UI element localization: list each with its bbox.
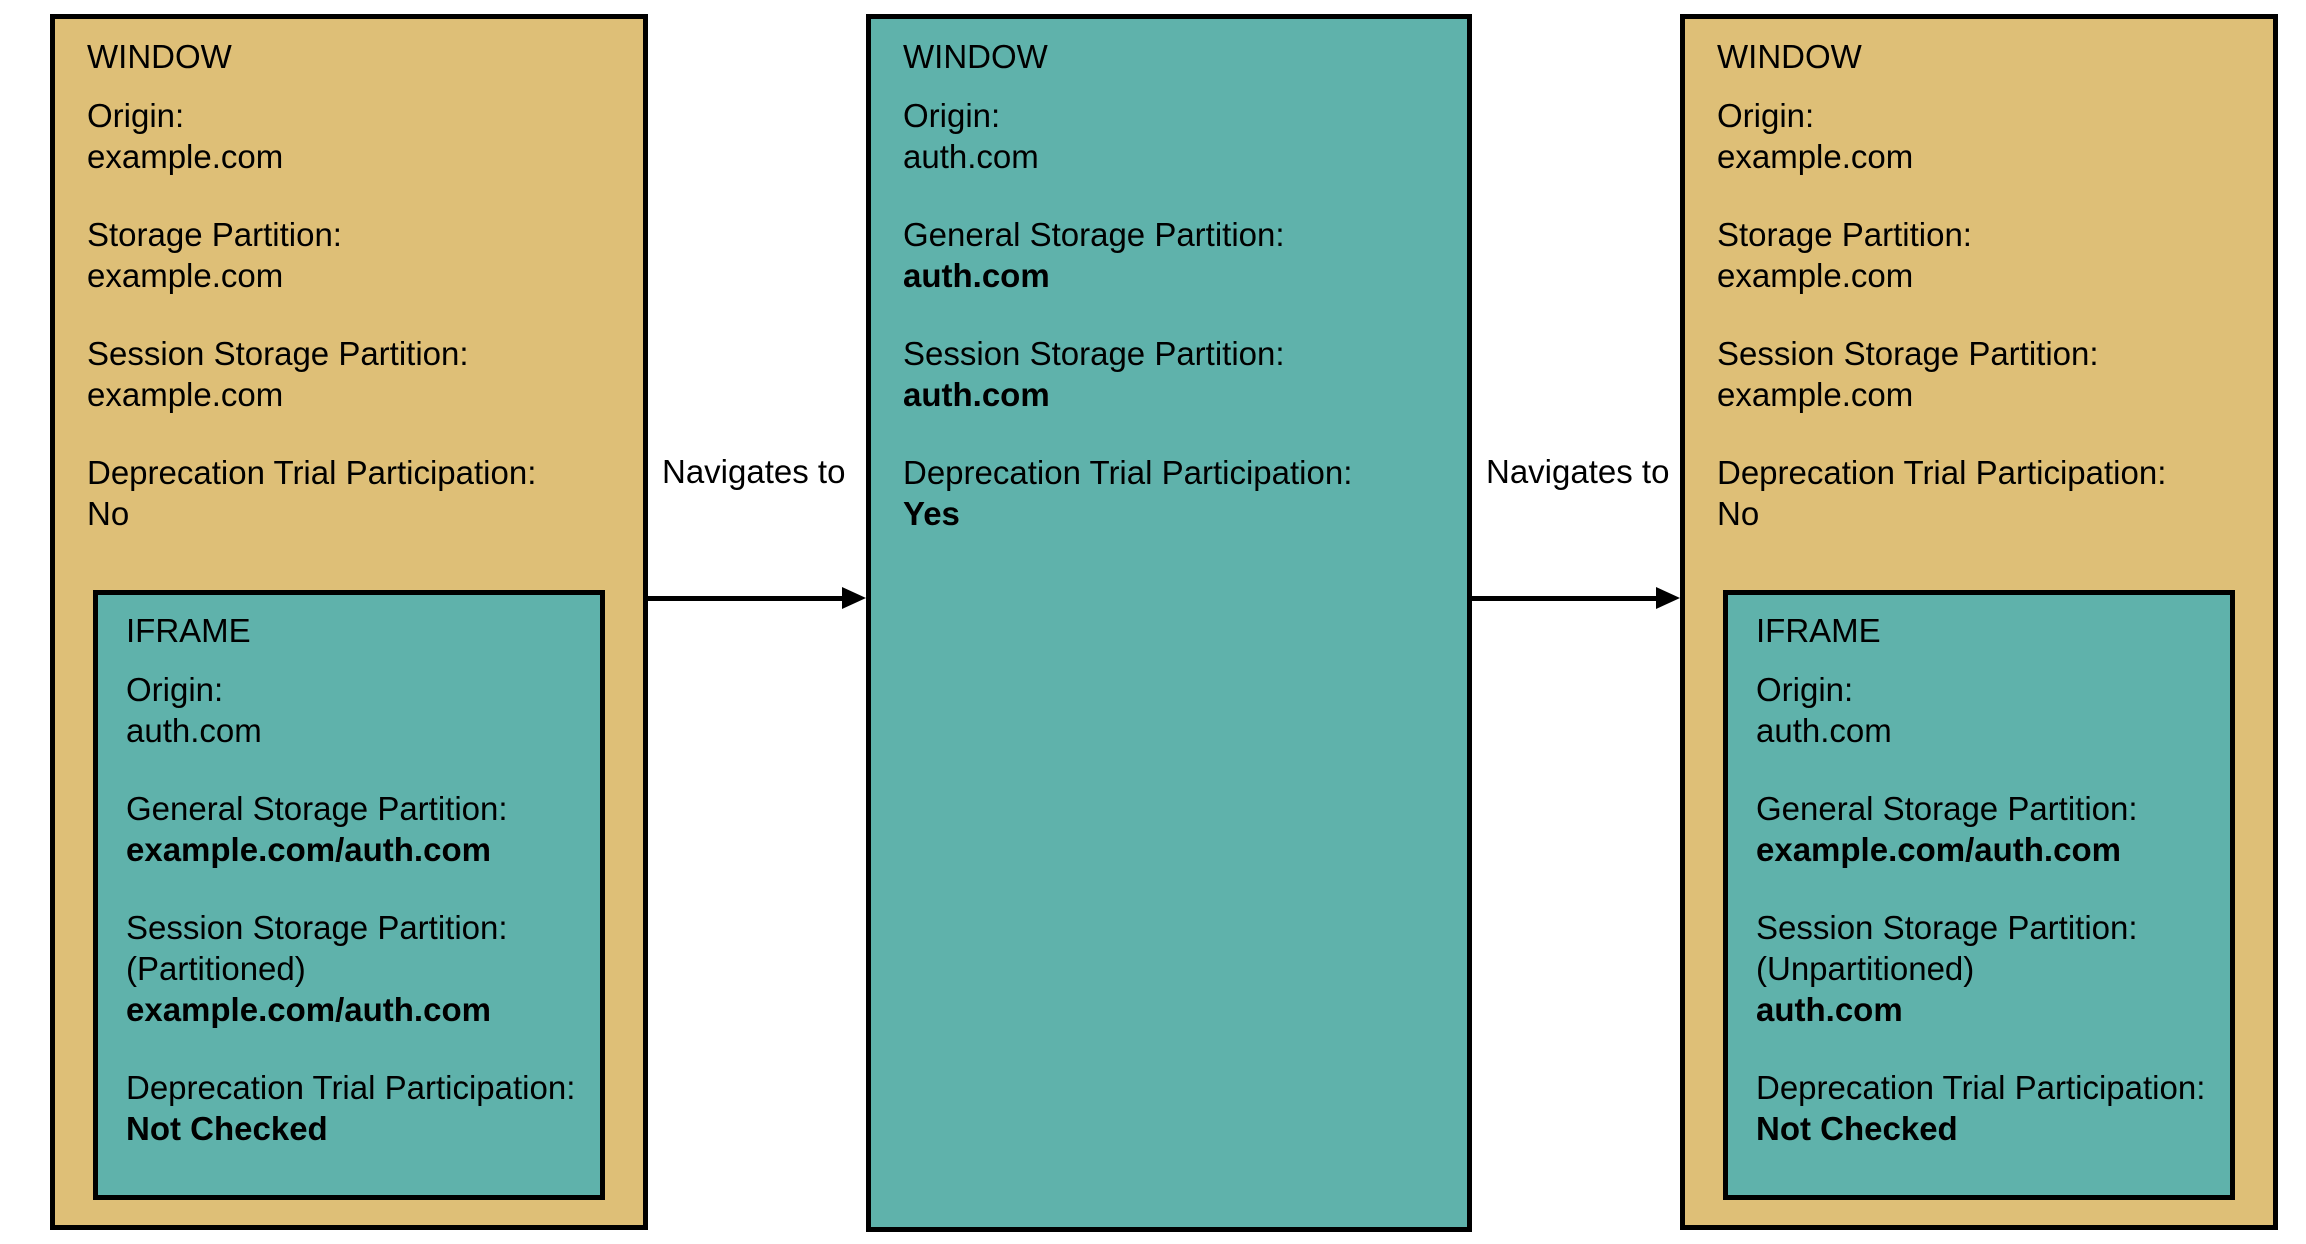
panel-1-fields: Origin: example.com Storage Partition: e… xyxy=(87,95,536,534)
field-label: Origin: xyxy=(87,97,185,134)
field-value: example.com/auth.com xyxy=(126,831,491,868)
field-session-storage-partition: Session Storage Partition: (Partitioned)… xyxy=(126,907,575,1030)
arrow-shaft xyxy=(1472,596,1658,601)
field-label: General Storage Partition: xyxy=(903,216,1285,253)
field-origin: Origin: auth.com xyxy=(1756,669,2205,751)
field-value: auth.com xyxy=(903,376,1050,413)
field-label: Storage Partition: xyxy=(87,216,342,253)
navigation-arrow-2 xyxy=(1472,583,1680,613)
window-panel-2: WINDOW Origin: auth.com General Storage … xyxy=(866,14,1472,1232)
field-label: Session Storage Partition: xyxy=(126,909,508,946)
iframe-1-heading: IFRAME xyxy=(126,612,251,649)
window-panel-1: WINDOW Origin: example.com Storage Parti… xyxy=(50,14,648,1230)
field-sublabel: (Partitioned) xyxy=(126,950,306,987)
field-value: example.com/auth.com xyxy=(126,991,491,1028)
field-label: Origin: xyxy=(1756,671,1854,708)
field-label: Storage Partition: xyxy=(1717,216,1972,253)
field-value: No xyxy=(1717,495,1760,532)
field-label: Session Storage Partition: xyxy=(903,335,1285,372)
field-deprecation-trial-participation: Deprecation Trial Participation: Yes xyxy=(903,452,1352,534)
field-deprecation-trial-participation: Deprecation Trial Participation: Not Che… xyxy=(1756,1067,2205,1149)
field-sublabel: (Unpartitioned) xyxy=(1756,950,1975,987)
field-value: example.com xyxy=(1717,376,1914,413)
panel-2-fields: Origin: auth.com General Storage Partiti… xyxy=(903,95,1352,534)
panel-3-heading: WINDOW xyxy=(1717,38,1862,75)
field-label: Deprecation Trial Participation: xyxy=(87,454,537,491)
field-label: Deprecation Trial Participation: xyxy=(126,1069,576,1106)
field-session-storage-partition: Session Storage Partition: example.com xyxy=(1717,333,2166,415)
field-general-storage-partition: General Storage Partition: example.com/a… xyxy=(1756,788,2205,870)
field-label: Deprecation Trial Participation: xyxy=(903,454,1353,491)
field-general-storage-partition: General Storage Partition: example.com/a… xyxy=(126,788,575,870)
field-value: Not Checked xyxy=(126,1110,328,1147)
iframe-box-panel-3: IFRAME Origin: auth.com General Storage … xyxy=(1723,590,2235,1200)
arrow-head-icon xyxy=(842,587,866,609)
field-deprecation-trial-participation: Deprecation Trial Participation: No xyxy=(1717,452,2166,534)
field-value: No xyxy=(87,495,130,532)
field-value: example.com xyxy=(87,138,284,175)
field-session-storage-partition: Session Storage Partition: (Unpartitione… xyxy=(1756,907,2205,1030)
field-storage-partition: Storage Partition: example.com xyxy=(87,214,536,296)
iframe-3-fields: Origin: auth.com General Storage Partiti… xyxy=(1756,669,2205,1149)
panel-2-heading: WINDOW xyxy=(903,38,1048,75)
field-label: Session Storage Partition: xyxy=(1756,909,2138,946)
field-session-storage-partition: Session Storage Partition: example.com xyxy=(87,333,536,415)
field-value: auth.com xyxy=(903,257,1050,294)
field-value: example.com xyxy=(1717,138,1914,175)
iframe-1-fields: Origin: auth.com General Storage Partiti… xyxy=(126,669,575,1149)
field-value: auth.com xyxy=(126,712,262,749)
field-general-storage-partition: General Storage Partition: auth.com xyxy=(903,214,1352,296)
field-label: Origin: xyxy=(1717,97,1815,134)
panel-3-fields: Origin: example.com Storage Partition: e… xyxy=(1717,95,2166,534)
arrow-1-label: Navigates to xyxy=(662,453,846,490)
field-value: example.com xyxy=(1717,257,1914,294)
field-value: auth.com xyxy=(903,138,1039,175)
field-origin: Origin: auth.com xyxy=(903,95,1352,177)
arrow-shaft xyxy=(648,596,844,601)
field-label: General Storage Partition: xyxy=(126,790,508,827)
field-value: Yes xyxy=(903,495,960,532)
field-label: Deprecation Trial Participation: xyxy=(1717,454,2167,491)
field-session-storage-partition: Session Storage Partition: auth.com xyxy=(903,333,1352,415)
field-origin: Origin: auth.com xyxy=(126,669,575,751)
field-label: Deprecation Trial Participation: xyxy=(1756,1069,2206,1106)
iframe-3-heading: IFRAME xyxy=(1756,612,1881,649)
field-value: Not Checked xyxy=(1756,1110,1958,1147)
arrow-head-icon xyxy=(1656,587,1680,609)
window-panel-3: WINDOW Origin: example.com Storage Parti… xyxy=(1680,14,2278,1230)
iframe-box-panel-1: IFRAME Origin: auth.com General Storage … xyxy=(93,590,605,1200)
field-value: example.com xyxy=(87,257,284,294)
field-storage-partition: Storage Partition: example.com xyxy=(1717,214,2166,296)
field-deprecation-trial-participation: Deprecation Trial Participation: Not Che… xyxy=(126,1067,575,1149)
field-label: Origin: xyxy=(903,97,1001,134)
field-value: example.com/auth.com xyxy=(1756,831,2121,868)
field-label: General Storage Partition: xyxy=(1756,790,2138,827)
field-value: example.com xyxy=(87,376,284,413)
field-value: auth.com xyxy=(1756,712,1892,749)
field-label: Session Storage Partition: xyxy=(1717,335,2099,372)
panel-1-heading: WINDOW xyxy=(87,38,232,75)
field-origin: Origin: example.com xyxy=(1717,95,2166,177)
navigation-arrow-1 xyxy=(648,583,866,613)
field-value: auth.com xyxy=(1756,991,1903,1028)
field-deprecation-trial-participation: Deprecation Trial Participation: No xyxy=(87,452,536,534)
field-label: Origin: xyxy=(126,671,224,708)
field-label: Session Storage Partition: xyxy=(87,335,469,372)
arrow-2-label: Navigates to xyxy=(1486,453,1670,490)
field-origin: Origin: example.com xyxy=(87,95,536,177)
